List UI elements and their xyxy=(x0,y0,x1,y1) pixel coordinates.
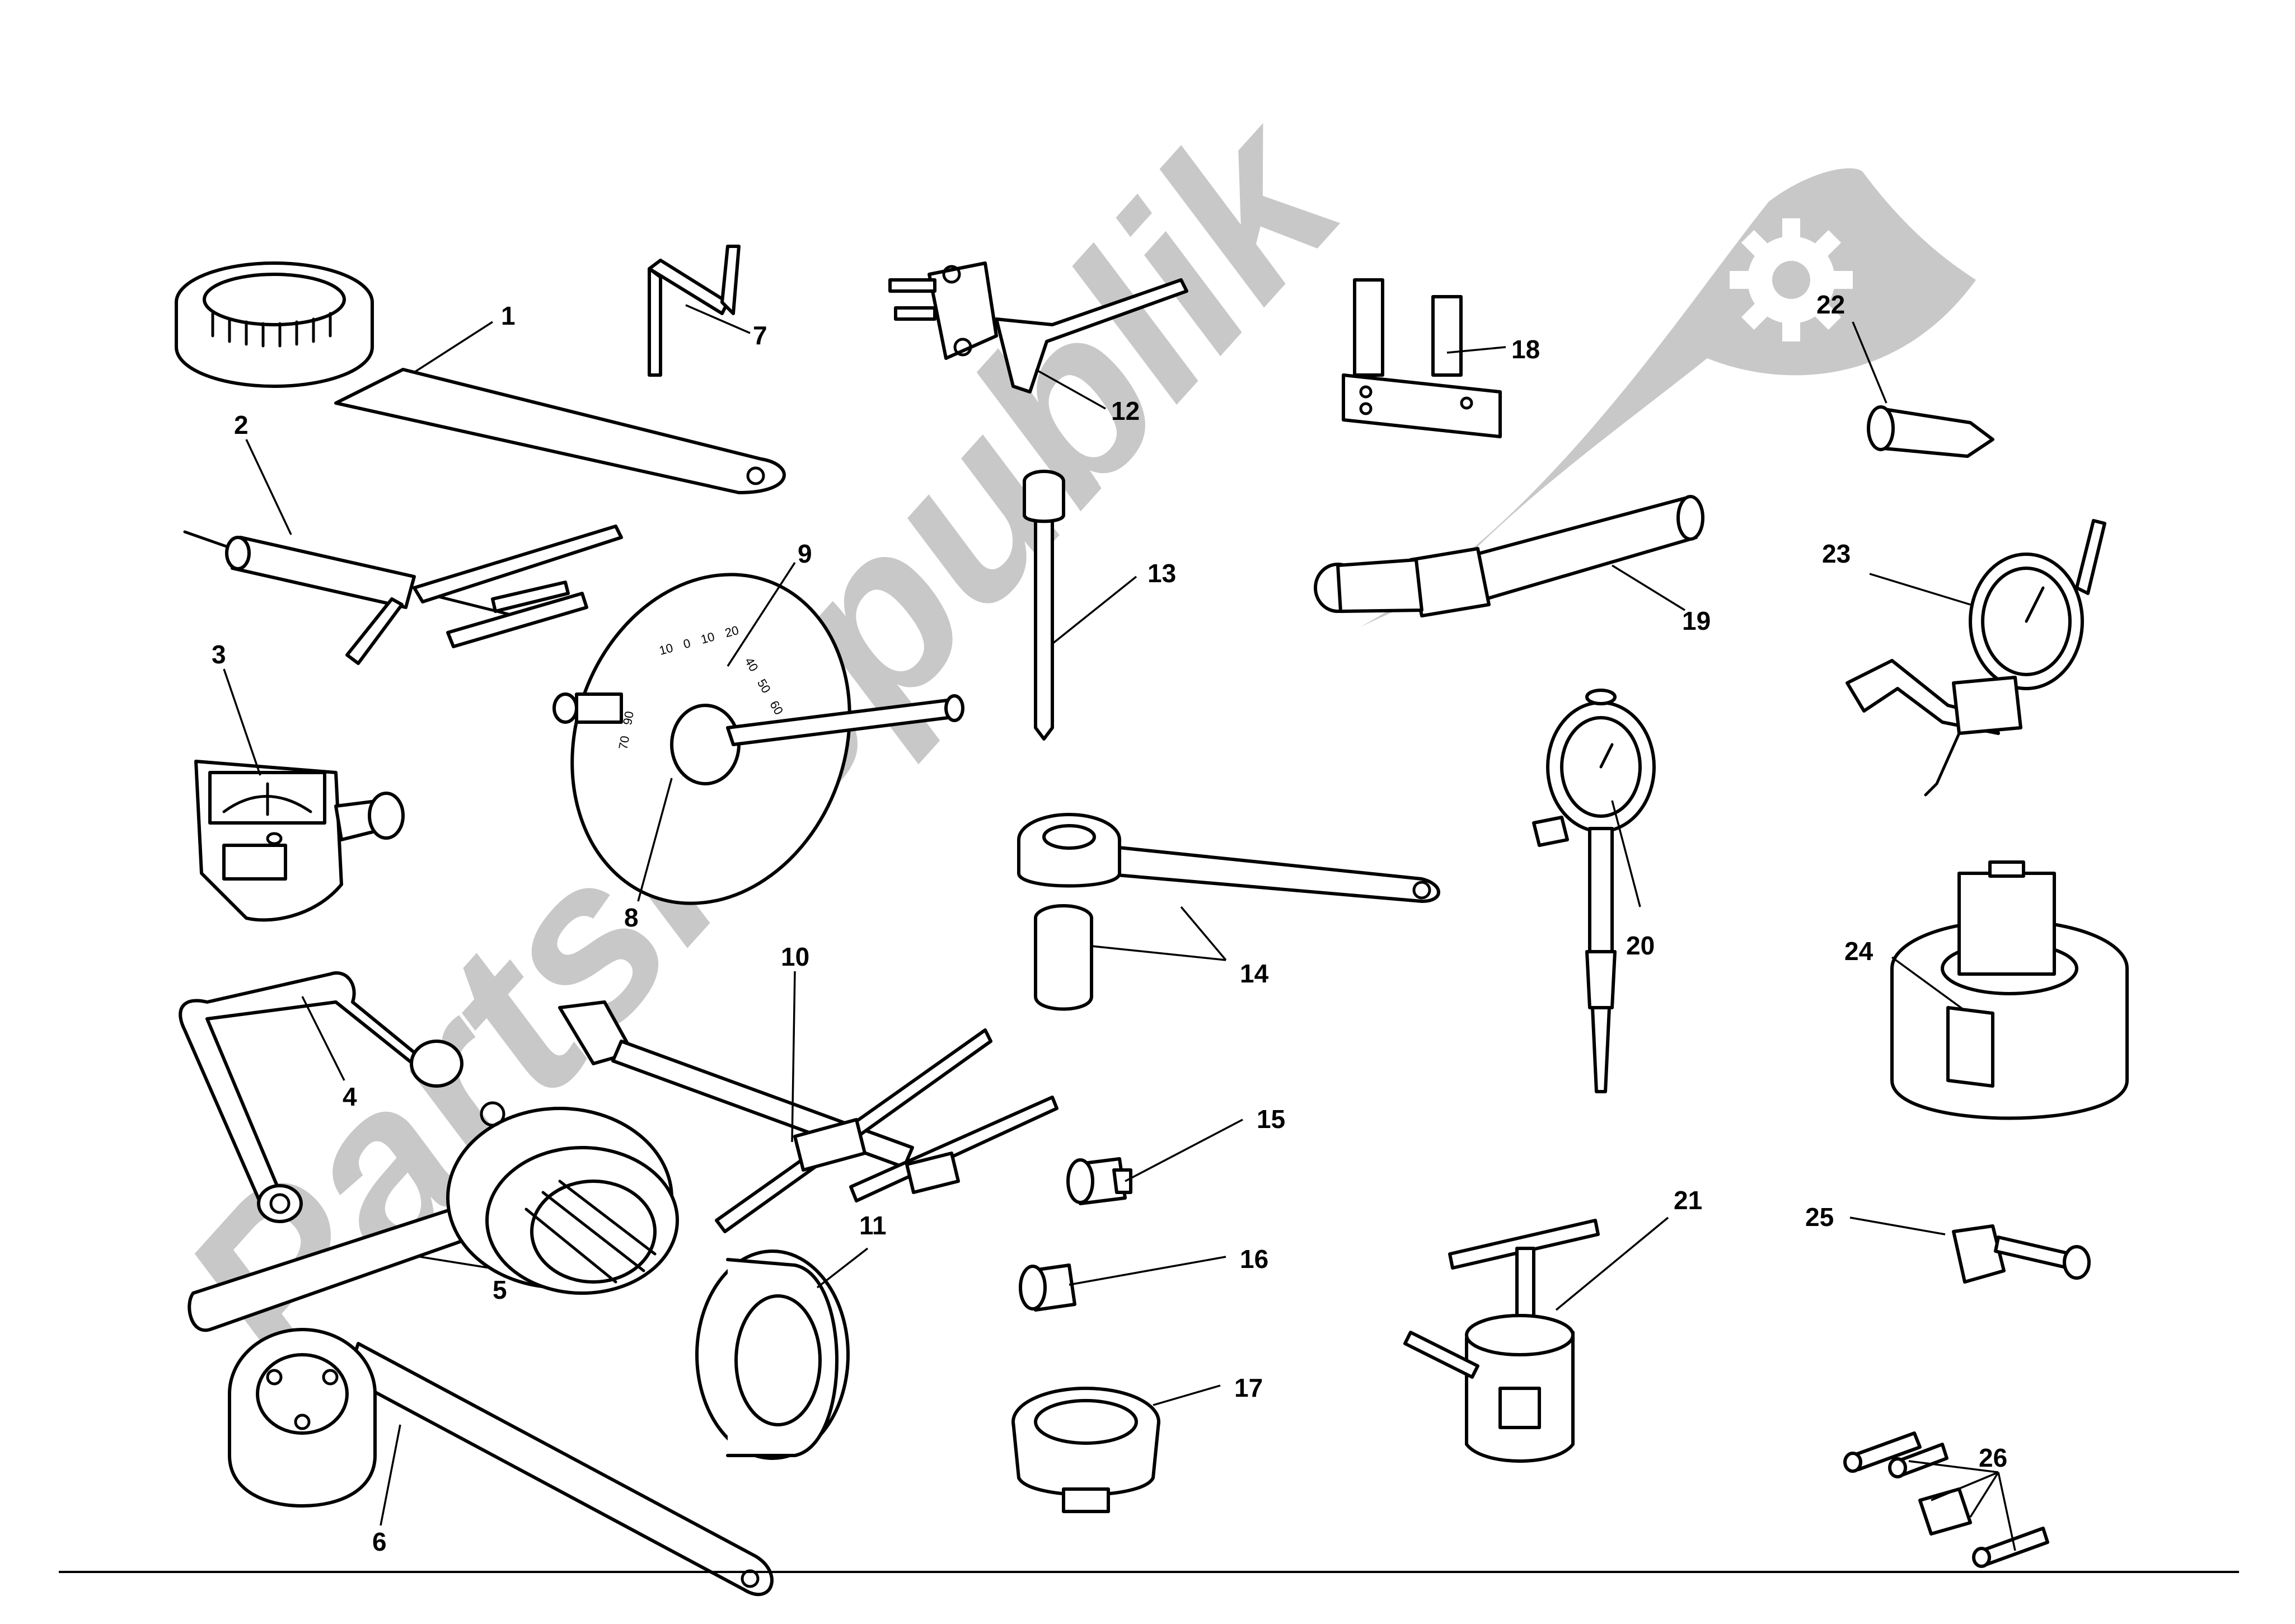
callout-19[interactable]: 19 xyxy=(1682,606,1711,635)
gauge-tool-icon xyxy=(194,760,405,922)
ring-sleeve-icon xyxy=(695,1249,850,1460)
callout-11[interactable]: 11 xyxy=(859,1211,887,1240)
ring-wrench-icon xyxy=(175,261,786,494)
block-puller-icon xyxy=(1890,860,2129,1120)
t-press-icon xyxy=(1403,1219,1600,1463)
callout-24[interactable]: 24 xyxy=(1844,937,1874,966)
bore-gauge-icon xyxy=(1532,689,1656,1093)
callout-18[interactable]: 18 xyxy=(1511,335,1540,364)
callout-1[interactable]: 1 xyxy=(501,301,516,330)
clutch-holder-icon xyxy=(188,1101,679,1332)
callout-22[interactable]: 22 xyxy=(1816,290,1845,319)
socket-wrench-icon xyxy=(1017,813,1440,1011)
knurled-cap-icon xyxy=(1066,1157,1132,1205)
watermark-gear-icon xyxy=(1730,218,1853,341)
t-bar-extractor-icon xyxy=(558,1000,1058,1233)
tube-tool-icon xyxy=(1314,495,1704,617)
callout-26[interactable]: 26 xyxy=(1979,1443,2007,1472)
callout-2[interactable]: 2 xyxy=(234,410,249,439)
callout-17[interactable]: 17 xyxy=(1234,1373,1263,1402)
callout-4[interactable]: 4 xyxy=(343,1082,357,1111)
degree-wheel-icon: 10 0 10 20 40 50 60 70 90 xyxy=(552,573,964,905)
callout-15[interactable]: 15 xyxy=(1257,1104,1285,1134)
screw-set-icon xyxy=(1843,1431,2049,1568)
callout-16[interactable]: 16 xyxy=(1240,1244,1268,1274)
filter-wrench-icon xyxy=(1011,1387,1160,1513)
callout-14[interactable]: 14 xyxy=(1240,959,1269,988)
pin-wrench-icon xyxy=(228,1328,774,1597)
watermark: PartsRepublik xyxy=(133,62,1976,1422)
fork-gauge-icon xyxy=(1342,278,1502,438)
callout-23[interactable]: 23 xyxy=(1822,539,1851,568)
leader-lines xyxy=(223,304,2016,1551)
callout-12[interactable]: 12 xyxy=(1111,396,1140,425)
bracket-bolt-icon xyxy=(1952,1224,2091,1284)
callout-6[interactable]: 6 xyxy=(372,1527,387,1556)
callout-20[interactable]: 20 xyxy=(1626,931,1655,960)
callout-10[interactable]: 10 xyxy=(781,942,809,971)
bullet-tool-icon xyxy=(1867,405,1994,458)
callout-8[interactable]: 8 xyxy=(624,903,639,932)
pin-drift-icon xyxy=(1023,470,1065,741)
callout-9[interactable]: 9 xyxy=(798,539,812,568)
degree-scale: 10 0 10 20 xyxy=(658,623,741,658)
callout-5[interactable]: 5 xyxy=(493,1275,507,1304)
callout-labels: 1 2 3 4 5 6 7 8 9 10 11 12 13 14 15 16 1… xyxy=(212,290,2007,1556)
dial-indicator-icon xyxy=(1846,519,2106,797)
hex-key-icon xyxy=(648,245,741,377)
crank-wrench-icon xyxy=(179,971,463,1223)
degree-scale-left: 70 90 xyxy=(616,710,636,750)
plate-puller-icon xyxy=(888,261,1188,394)
knurled-cap-icon-2 xyxy=(1019,1263,1076,1312)
callout-3[interactable]: 3 xyxy=(212,640,226,669)
callout-13[interactable]: 13 xyxy=(1148,559,1176,588)
t-handle-puller-icon xyxy=(183,525,623,665)
callout-7[interactable]: 7 xyxy=(753,321,767,350)
callout-21[interactable]: 21 xyxy=(1674,1186,1702,1215)
callout-25[interactable]: 25 xyxy=(1805,1202,1834,1232)
